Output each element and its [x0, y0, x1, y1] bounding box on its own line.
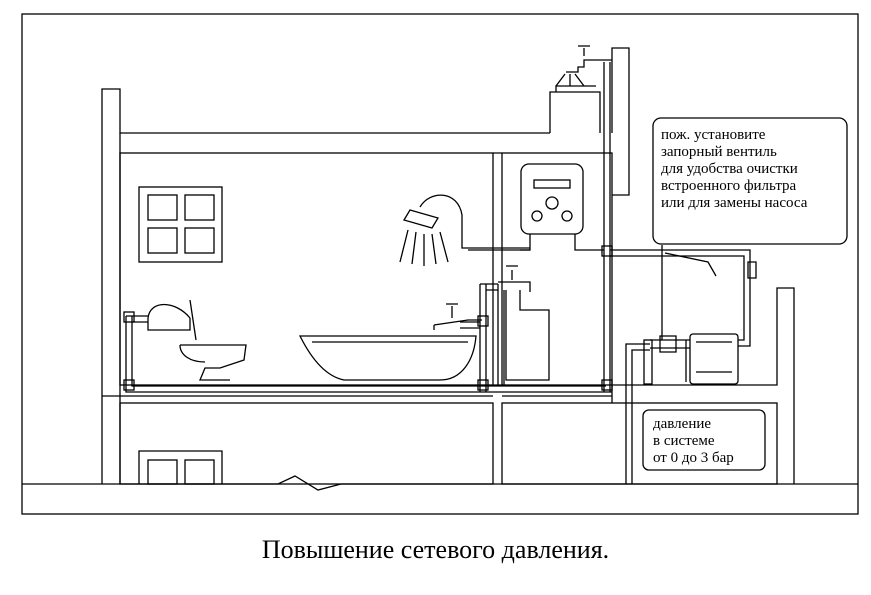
riser-pipe	[603, 62, 611, 392]
valve-note-line-3: для удобства очистки	[661, 161, 798, 177]
valve-note-line-2: запорный вентиль	[661, 144, 777, 160]
top-faucet-icon	[555, 45, 612, 87]
attic-tank	[549, 85, 601, 133]
water-heater	[520, 163, 604, 251]
pipe-joints	[123, 245, 613, 391]
bathtub	[298, 335, 477, 381]
pressure-note-line-1: давление	[653, 416, 711, 432]
pressure-note-line-3: от 0 до 3 бар	[653, 450, 734, 466]
sink	[498, 265, 550, 381]
diagram-frame	[21, 13, 859, 515]
shower-head-icon	[399, 194, 530, 266]
toilet	[147, 299, 247, 381]
bath-faucet-icon	[433, 303, 482, 330]
inlet-pipe	[625, 339, 653, 484]
figure-caption: Повышение сетевого давления.	[261, 535, 610, 564]
basement-window	[138, 450, 223, 485]
valve-note-callout: пож. установите запорный вентиль для удо…	[652, 117, 848, 245]
pressure-note-line-2: в системе	[653, 433, 715, 449]
valve-note-line-4: встроенного фильтра	[661, 178, 797, 194]
house-structure	[101, 47, 795, 485]
valve-note-line-1: пож. установите	[661, 127, 766, 143]
pump-supply-pipe	[610, 249, 757, 347]
window	[138, 186, 223, 263]
valve-note-line-5: или для замены насоса	[661, 195, 808, 211]
interior-pipes	[125, 283, 612, 393]
plumbing-diagram: пож. установите запорный вентиль для удо…	[21, 13, 859, 515]
booster-pump	[650, 333, 739, 385]
valve-callout-leader	[661, 245, 717, 340]
pressure-note-callout: давление в системе от 0 до 3 бар	[642, 409, 766, 471]
